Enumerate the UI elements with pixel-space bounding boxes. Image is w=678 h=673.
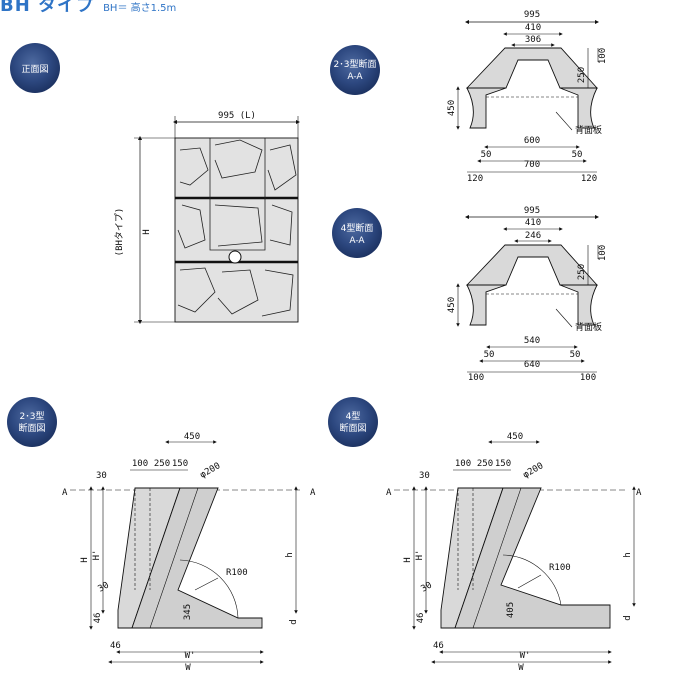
s23-30top: 30 xyxy=(96,471,107,481)
sec23-100: 100 xyxy=(598,48,608,64)
badge-sec4-line2: A-A xyxy=(349,236,365,246)
s4-r: R100 xyxy=(549,563,571,573)
s4-450: 450 xyxy=(507,432,523,442)
s23-250: 250 xyxy=(154,459,170,469)
sec4-100: 100 xyxy=(598,245,608,261)
badge-sec23-line1: 2･3型断面 xyxy=(334,58,377,70)
sec4-410: 410 xyxy=(525,218,541,228)
s4-250: 250 xyxy=(477,459,493,469)
s23-h: h xyxy=(285,552,295,557)
s23-W: W xyxy=(185,663,191,673)
s23-Wp: W' xyxy=(185,651,196,661)
badge-side23-line2: 断面図 xyxy=(18,422,45,434)
s4-d: d xyxy=(623,615,633,620)
sec23-306: 306 xyxy=(525,35,541,45)
badge-front-text: 正面図 xyxy=(21,64,48,75)
page-subtitle: BH＝ 高さ1.5m xyxy=(103,3,177,14)
front-view: 995 (L) (BHタイプ) H xyxy=(114,111,301,325)
sec4-50b: 50 xyxy=(570,350,581,360)
s4-46b: 46 xyxy=(433,641,444,651)
side-section-23-view: 450 100 250 150 φ200 30 A A H H' h R100 … xyxy=(62,432,316,673)
s4-h: h xyxy=(623,552,633,557)
s4-46a: 46 xyxy=(416,613,426,624)
page-header: BH タイプ BH＝ 高さ1.5m xyxy=(0,0,177,16)
sec23-450: 450 xyxy=(447,100,457,116)
section-23-view: 995 410 306 250 100 450 600 50 50 700 12… xyxy=(447,10,608,184)
sec23-600: 600 xyxy=(524,136,540,146)
s4-phi: φ200 xyxy=(522,461,546,481)
sec4-50a: 50 xyxy=(484,350,495,360)
sec4-100a: 100 xyxy=(468,373,484,383)
front-panel xyxy=(174,137,299,323)
s4-W: W xyxy=(518,663,524,673)
s4-Hp: H' xyxy=(415,550,425,561)
s23-450: 450 xyxy=(184,432,200,442)
sec4-100b: 100 xyxy=(580,373,596,383)
front-side-label: (BHタイプ) xyxy=(114,208,125,257)
s23-A-left: A xyxy=(62,488,68,498)
sec4-250: 250 xyxy=(577,264,587,280)
badge-side4-line1: 4型 xyxy=(346,411,361,422)
s23-H: H xyxy=(80,557,90,562)
section-4-view: 995 410 246 250 100 450 540 50 50 640 10… xyxy=(447,206,608,383)
side-section-4-view: 450 100 250 150 φ200 30 A A H H' h R100 … xyxy=(386,432,642,673)
page-title: BH タイプ xyxy=(0,0,96,16)
sec4-board: 背面板 xyxy=(575,321,602,333)
s4-150: 150 xyxy=(495,459,511,469)
sec23-board: 背面板 xyxy=(575,124,602,136)
sec23-50a: 50 xyxy=(481,150,492,160)
sec23-250: 250 xyxy=(577,67,587,83)
s23-46b: 46 xyxy=(110,641,121,651)
s4-Wp: W' xyxy=(520,651,531,661)
sec23-120a: 120 xyxy=(467,174,483,184)
badge-side23-line1: 2･3型 xyxy=(20,411,45,422)
badge-side23: 2･3型 断面図 xyxy=(7,397,57,447)
s23-345: 345 xyxy=(183,604,193,620)
s23-Hp: H' xyxy=(92,550,102,561)
s23-r: R100 xyxy=(226,568,248,578)
front-width-label: 995 (L) xyxy=(218,111,256,121)
sec4-top-dim: 995 xyxy=(524,206,540,216)
badge-front: 正面図 xyxy=(10,43,60,93)
s4-405: 405 xyxy=(506,602,516,618)
s23-A-right: A xyxy=(310,488,316,498)
sec23-top-dim: 995 xyxy=(524,10,540,20)
s4-30top: 30 xyxy=(419,471,430,481)
badge-side4: 4型 断面図 xyxy=(328,397,378,447)
badge-sec4: 4型断面 A-A xyxy=(332,208,382,258)
badge-sec4-line1: 4型断面 xyxy=(341,222,374,234)
sec4-450: 450 xyxy=(447,297,457,313)
badge-sec23: 2･3型断面 A-A xyxy=(330,45,380,95)
badge-side4-line2: 断面図 xyxy=(339,422,366,434)
sec23-50b: 50 xyxy=(572,150,583,160)
sec4-640: 640 xyxy=(524,360,540,370)
s4-A-left: A xyxy=(386,488,392,498)
sec4-540: 540 xyxy=(524,336,540,346)
s4-A-right: A xyxy=(636,488,642,498)
s23-phi: φ200 xyxy=(199,461,223,481)
s4-H: H xyxy=(403,557,413,562)
s4-30: 30 xyxy=(420,581,434,595)
s4-100: 100 xyxy=(455,459,471,469)
s23-d: d xyxy=(289,619,299,624)
s23-30: 30 xyxy=(97,581,111,595)
sec23-410: 410 xyxy=(525,23,541,33)
s23-100: 100 xyxy=(132,459,148,469)
s23-46a: 46 xyxy=(93,613,103,624)
sec23-700: 700 xyxy=(524,160,540,170)
s23-150: 150 xyxy=(172,459,188,469)
sec4-246: 246 xyxy=(525,231,541,241)
front-height-label: H xyxy=(142,229,152,234)
badge-sec23-line2: A-A xyxy=(347,72,363,82)
sec23-120b: 120 xyxy=(581,174,597,184)
